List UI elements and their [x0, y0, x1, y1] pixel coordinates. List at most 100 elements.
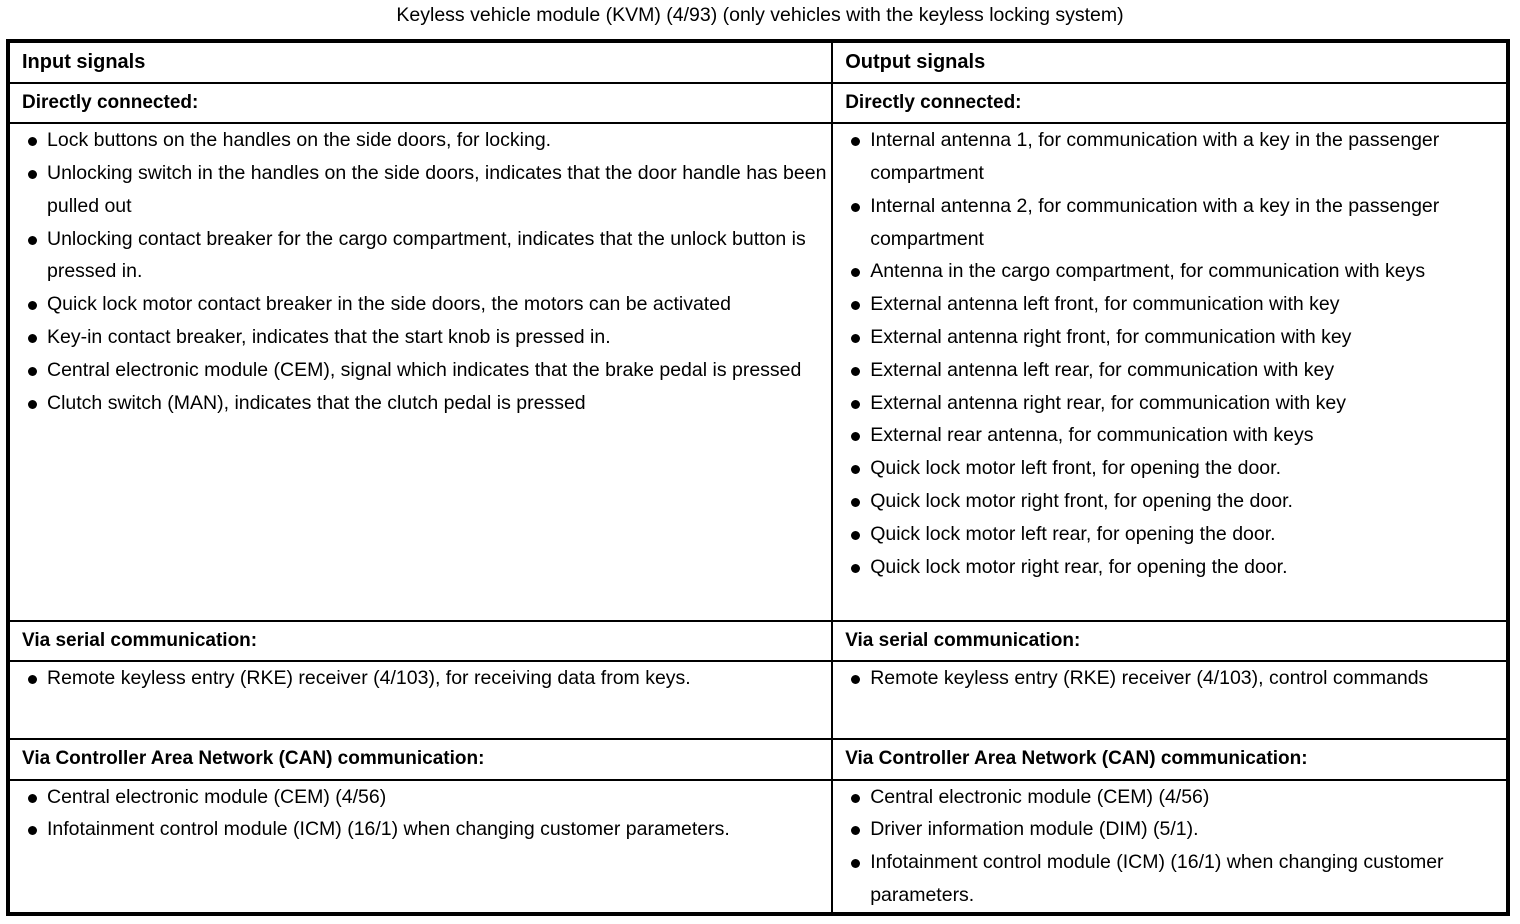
- bullet-icon: [851, 826, 861, 836]
- list-item: Antenna in the cargo compartment, for co…: [833, 255, 1506, 288]
- list-item: Driver information module (DIM) (5/1).: [833, 813, 1506, 846]
- bullet-icon: [851, 202, 861, 212]
- list-item-text: Key-in contact breaker, indicates that t…: [47, 325, 611, 348]
- subheader-left-via-serial-communication: Via serial communication:: [22, 630, 258, 652]
- cell-right-directly-connected-subheader: Directly connected:: [831, 82, 1508, 125]
- cell-input-signals-header: Input signals: [8, 41, 834, 85]
- list-item-text: Quick lock motor right front, for openin…: [870, 489, 1293, 512]
- list-item: Infotainment control module (ICM) (16/1)…: [833, 846, 1506, 912]
- list-item: Clutch switch (MAN), indicates that the …: [10, 387, 831, 420]
- subheader-right-directly-connected: Directly connected:: [845, 92, 1022, 114]
- list-right-via-serial-communication: Remote keyless entry (RKE) receiver (4/1…: [833, 662, 1506, 695]
- list-item-text: Antenna in the cargo compartment, for co…: [870, 260, 1426, 283]
- list-item-text: Central electronic module (CEM) (4/56): [870, 785, 1210, 808]
- list-right-via-can-communication: Central electronic module (CEM) (4/56) D…: [833, 781, 1506, 912]
- cell-left-directly-connected-list: Lock buttons on the handles on the side …: [8, 122, 834, 623]
- page-title: Keyless vehicle module (KVM) (4/93) (onl…: [396, 4, 1124, 26]
- list-item-text: External antenna left front, for communi…: [870, 293, 1340, 316]
- list-item-text: External antenna right rear, for communi…: [870, 391, 1347, 414]
- list-item: Internal antenna 1, for communication wi…: [833, 124, 1506, 190]
- bullet-icon: [28, 235, 37, 245]
- subheader-right-via-can-communication: Via Controller Area Network (CAN) commun…: [845, 748, 1308, 770]
- list-item: Remote keyless entry (RKE) receiver (4/1…: [833, 662, 1506, 695]
- bullet-icon: [28, 675, 37, 685]
- bullet-icon: [28, 169, 37, 179]
- column-header-input-signals: Input signals: [22, 51, 146, 73]
- list-item: Quick lock motor left front, for opening…: [833, 452, 1506, 485]
- list-item: Internal antenna 2, for communication wi…: [833, 190, 1506, 256]
- list-item-text: Quick lock motor right rear, for opening…: [870, 555, 1288, 578]
- list-item-text: Internal antenna 2, for communication wi…: [870, 194, 1440, 250]
- bullet-icon: [851, 563, 861, 573]
- list-item: Key-in contact breaker, indicates that t…: [10, 321, 831, 354]
- list-item-text: Internal antenna 1, for communication wi…: [870, 129, 1440, 184]
- list-item-text: External antenna right front, for commun…: [870, 325, 1352, 348]
- list-item: Lock buttons on the handles on the side …: [10, 124, 831, 157]
- list-item: External antenna left rear, for communic…: [833, 354, 1506, 387]
- bullet-icon: [851, 859, 861, 869]
- bullet-icon: [28, 333, 37, 343]
- bullet-icon: [851, 530, 861, 540]
- list-item: External antenna right front, for commun…: [833, 321, 1506, 354]
- table-row-serial-items: Remote keyless entry (RKE) receiver (4/1…: [8, 660, 1508, 741]
- cell-left-can-subheader: Via Controller Area Network (CAN) commun…: [8, 738, 834, 781]
- table-row-directly-connected-items: Lock buttons on the handles on the side …: [8, 122, 1508, 623]
- list-item: Remote keyless entry (RKE) receiver (4/1…: [10, 662, 831, 695]
- list-item-text: Clutch switch (MAN), indicates that the …: [47, 391, 586, 414]
- signals-table: Input signals Output signals Directly co…: [6, 39, 1510, 916]
- list-item-text: Driver information module (DIM) (5/1).: [870, 818, 1199, 841]
- list-item-text: External antenna left rear, for communic…: [870, 358, 1335, 381]
- list-item-text: Remote keyless entry (RKE) receiver (4/1…: [870, 667, 1429, 690]
- list-right-directly-connected: Internal antenna 1, for communication wi…: [833, 124, 1506, 583]
- cell-right-serial-subheader: Via serial communication:: [831, 620, 1508, 663]
- subheader-right-via-serial-communication: Via serial communication:: [845, 630, 1081, 652]
- bullet-icon: [28, 137, 37, 147]
- cell-left-directly-connected-subheader: Directly connected:: [8, 82, 834, 125]
- list-item-text: Unlocking switch in the handles on the s…: [47, 161, 827, 217]
- list-item-text: External rear antenna, for communication…: [870, 424, 1314, 447]
- table-row-can-items: Central electronic module (CEM) (4/56) I…: [8, 778, 1508, 914]
- table-row-column-headers: Input signals Output signals: [8, 41, 1508, 85]
- list-item: Quick lock motor right rear, for opening…: [833, 551, 1506, 584]
- list-item-text: Central electronic module (CEM) (4/56): [47, 785, 387, 808]
- cell-output-signals-header: Output signals: [831, 41, 1508, 85]
- table-row-serial-subheader: Via serial communication: Via serial com…: [8, 620, 1508, 663]
- list-item-text: Unlocking contact breaker for the cargo …: [47, 227, 806, 283]
- list-item: Quick lock motor left rear, for opening …: [833, 518, 1506, 551]
- list-item: Central electronic module (CEM), signal …: [10, 354, 831, 387]
- list-item: External rear antenna, for communication…: [833, 419, 1506, 452]
- bullet-icon: [851, 137, 861, 147]
- bullet-icon: [851, 366, 861, 376]
- list-left-via-serial-communication: Remote keyless entry (RKE) receiver (4/1…: [10, 662, 831, 695]
- table-row-can-subheader: Via Controller Area Network (CAN) commun…: [8, 738, 1508, 781]
- list-item: Unlocking contact breaker for the cargo …: [10, 223, 831, 289]
- bullet-icon: [28, 399, 37, 409]
- list-item: Unlocking switch in the handles on the s…: [10, 157, 831, 223]
- subheader-left-via-can-communication: Via Controller Area Network (CAN) commun…: [22, 748, 485, 770]
- list-item-text: Quick lock motor left rear, for opening …: [870, 522, 1276, 545]
- bullet-icon: [851, 301, 861, 311]
- bullet-icon: [851, 432, 861, 442]
- bullet-icon: [851, 497, 861, 507]
- bullet-icon: [851, 333, 861, 343]
- list-item-text: Remote keyless entry (RKE) receiver (4/1…: [47, 667, 691, 690]
- bullet-icon: [851, 399, 861, 409]
- list-item: Quick lock motor contact breaker in the …: [10, 288, 831, 321]
- cell-right-serial-list: Remote keyless entry (RKE) receiver (4/1…: [831, 660, 1508, 741]
- bullet-icon: [28, 826, 37, 836]
- list-item: Infotainment control module (ICM) (16/1)…: [10, 813, 831, 846]
- cell-right-can-list: Central electronic module (CEM) (4/56) D…: [831, 778, 1508, 914]
- cell-left-can-list: Central electronic module (CEM) (4/56) I…: [8, 778, 834, 914]
- bullet-icon: [851, 268, 861, 278]
- bullet-icon: [28, 301, 37, 311]
- list-item-text: Infotainment control module (ICM) (16/1)…: [47, 818, 730, 841]
- list-item-text: Lock buttons on the handles on the side …: [47, 129, 552, 152]
- bullet-icon: [851, 793, 861, 803]
- list-item: Central electronic module (CEM) (4/56): [833, 781, 1506, 814]
- cell-left-serial-list: Remote keyless entry (RKE) receiver (4/1…: [8, 660, 834, 741]
- subheader-left-directly-connected: Directly connected:: [22, 92, 199, 114]
- bullet-icon: [851, 675, 861, 685]
- list-item: External antenna right rear, for communi…: [833, 387, 1506, 420]
- bullet-icon: [28, 366, 37, 376]
